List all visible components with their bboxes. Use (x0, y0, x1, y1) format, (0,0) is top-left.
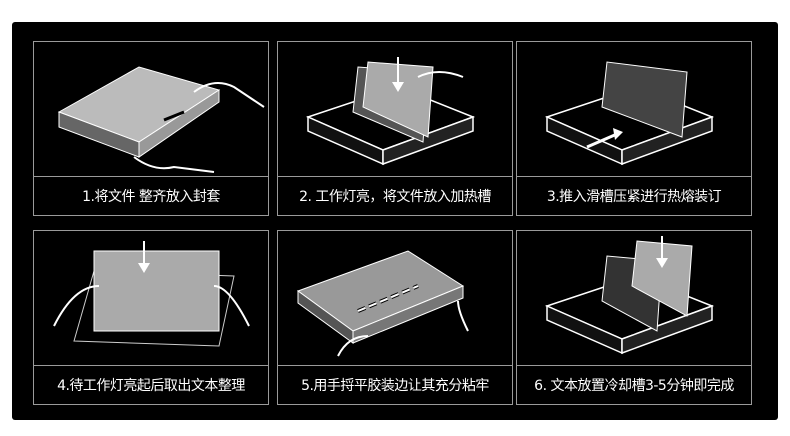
step-1-panel: 1.将文件 整齐放入封套 (33, 41, 269, 216)
step-3-panel: 3.推入滑槽压紧进行热熔装订 (516, 41, 752, 216)
step-4-panel: 4.待工作灯亮起后取出文本整理 (33, 230, 269, 405)
cooling-slot-illustration (544, 236, 715, 355)
step-5-caption: 5.用手捋平胶装边让其充分粘牢 (278, 365, 512, 404)
step-6-caption: 6. 文本放置冷却槽3-5分钟即完成 (517, 365, 751, 404)
remove-document-illustration (53, 241, 250, 347)
step-5-panel: 5.用手捋平胶装边让其充分粘牢 (277, 230, 513, 405)
smooth-spine-illustration (296, 250, 469, 357)
insert-document-illustration (57, 66, 265, 173)
step-2-panel: 2. 工作灯亮，将文件放入加热槽 (277, 41, 513, 216)
heating-slot-illustration (305, 57, 476, 166)
step-3-caption: 3.推入滑槽压紧进行热熔装订 (517, 176, 751, 215)
press-slider-illustration (544, 61, 715, 166)
step-6-panel: 6. 文本放置冷却槽3-5分钟即完成 (516, 230, 752, 405)
step-4-caption: 4.待工作灯亮起后取出文本整理 (34, 365, 268, 404)
step-1-caption: 1.将文件 整齐放入封套 (34, 176, 268, 215)
step-2-caption: 2. 工作灯亮，将文件放入加热槽 (278, 176, 512, 215)
instruction-board: 1.将文件 整齐放入封套 2. 工作灯亮，将文件放入加热槽 3.推入滑槽压紧进行… (12, 22, 778, 420)
